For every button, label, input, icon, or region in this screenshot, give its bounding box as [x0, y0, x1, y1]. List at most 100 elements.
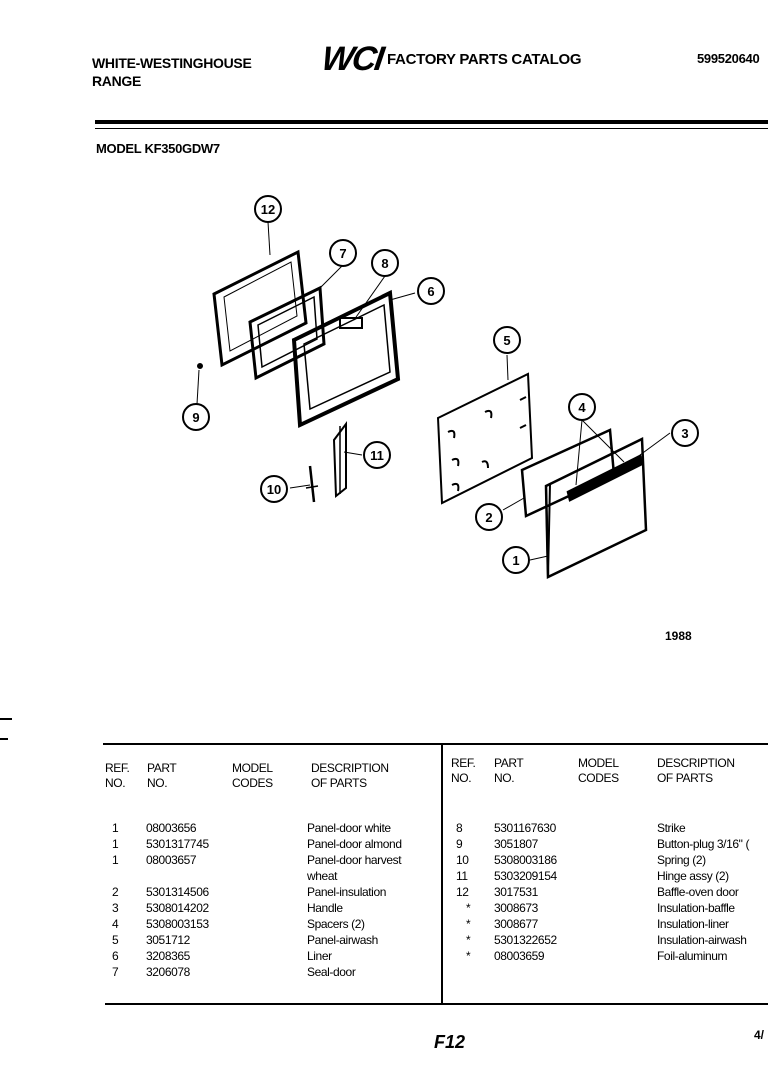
table-row: 1 5301317745 Panel-door almond	[112, 837, 442, 853]
ref-cell: 2	[112, 885, 119, 899]
part-cell: 3208365	[146, 949, 190, 963]
part-cell: 3017531	[494, 885, 538, 899]
ref-cell: 1	[112, 837, 119, 851]
callout-label: 6	[427, 284, 434, 299]
callout-label: 3	[681, 426, 688, 441]
ref-cell: *	[466, 933, 471, 947]
desc-cell: Foil-aluminum	[657, 949, 728, 963]
ref-cell: *	[466, 901, 471, 915]
header-model: MODEL CODES	[578, 756, 619, 785]
callout-label: 7	[339, 246, 346, 261]
header-part: PART NO.	[147, 761, 177, 790]
part-cell: 3051807	[494, 837, 538, 851]
callout-5	[493, 326, 521, 354]
table-row: * 3008673 Insulation-baffle	[456, 901, 768, 917]
desc-cell: Spring (2)	[657, 853, 706, 867]
header-desc: DESCRIPTION OF PARTS	[311, 761, 389, 790]
part-airwash-panel	[436, 372, 534, 505]
callout-9	[182, 403, 210, 431]
ref-cell: 8	[456, 821, 463, 835]
desc-cell: Button-plug 3/16" (	[657, 837, 750, 851]
ref-cell: 10	[456, 853, 469, 867]
desc-cell: Liner	[307, 949, 332, 963]
part-cell: 5301317745	[146, 837, 209, 851]
desc-cell: Seal-door	[307, 965, 356, 979]
callout-11	[363, 441, 391, 469]
part-button-plug	[197, 363, 203, 369]
desc-cell: Panel-insulation	[307, 885, 386, 899]
callout-label: 12	[261, 202, 275, 217]
table-row: * 3008677 Insulation-liner	[456, 917, 768, 933]
part-cell: 5308003186	[494, 853, 557, 867]
table-row: 4 5308003153 Spacers (2)	[112, 917, 442, 933]
ref-cell: 6	[112, 949, 119, 963]
part-cell: 5301322652	[494, 933, 557, 947]
callout-label: 2	[485, 510, 492, 525]
part-cell: 5301167630	[494, 821, 556, 835]
part-cell: 08003657	[146, 853, 197, 867]
header-rule-thin	[95, 128, 768, 129]
ref-cell: 3	[112, 901, 119, 915]
exploded-parts-diagram: 12 7 8 6 5 9 4 3 11 10 2 1 1988	[182, 195, 699, 643]
callout-label: 1	[512, 553, 519, 568]
part-cell: 5301314506	[146, 885, 209, 899]
desc-cell: Panel-door harvest	[307, 853, 402, 867]
part-door-panel	[544, 437, 648, 579]
callout-label: 9	[192, 410, 199, 425]
catalog-title: FACTORY PARTS CATALOG	[387, 51, 582, 68]
part-cell: 08003656	[146, 821, 197, 835]
part-baffle-oven-door	[212, 249, 308, 368]
part-cell: 3008677	[494, 917, 538, 931]
table-row: 8 5301167630 Strike	[456, 821, 768, 837]
callout-4	[568, 393, 596, 421]
scan-mark	[0, 738, 8, 740]
callout-label: 4	[578, 400, 586, 415]
ref-cell: 9	[456, 837, 463, 851]
part-cell: 5308003153	[146, 917, 209, 931]
ref-cell: 4	[112, 917, 119, 931]
ref-cell: 1	[112, 821, 119, 835]
table-row: 6 3208365 Liner	[112, 949, 442, 965]
desc-cell: Hinge assy (2)	[657, 869, 729, 883]
desc-cell: Insulation-liner	[657, 917, 729, 931]
ref-cell: 7	[112, 965, 119, 979]
table-row: 10 5308003186 Spring (2)	[456, 853, 768, 869]
brand-name: WHITE-WESTINGHOUSE RANGE	[92, 54, 252, 90]
ref-cell: 11	[456, 869, 468, 883]
ref-cell: *	[466, 917, 471, 931]
brand-line-2: RANGE	[92, 73, 142, 89]
part-cell: 3008673	[494, 901, 538, 915]
desc-cell: Strike	[657, 821, 686, 835]
diagram-year: 1988	[665, 629, 692, 643]
part-cell: 5308014202	[146, 901, 209, 915]
part-cell: 3051712	[146, 933, 190, 947]
desc-cell: Handle	[307, 901, 343, 915]
part-spring	[305, 465, 319, 503]
part-liner	[291, 289, 401, 429]
desc-cell: Insulation-baffle	[657, 901, 735, 915]
brand-line-1: WHITE-WESTINGHOUSE	[92, 55, 252, 71]
ref-cell: 5	[112, 933, 119, 947]
header-model: MODEL CODES	[232, 761, 273, 790]
table-row: 3 5308014202 Handle	[112, 901, 442, 917]
catalog-number: 599520640	[697, 51, 760, 66]
desc-cell: Panel-door almond	[307, 837, 402, 851]
part-seal-door	[248, 285, 326, 381]
part-insulation-panel	[520, 428, 616, 518]
header-ref: REF. NO.	[451, 756, 476, 785]
desc-cell: Spacers (2)	[307, 917, 365, 931]
header-part: PART NO.	[494, 756, 524, 785]
part-cell: 5303209154	[494, 869, 557, 883]
callout-label: 11	[370, 448, 384, 463]
callout-7	[329, 239, 357, 267]
page-number: F12	[434, 1032, 466, 1052]
header-desc: DESCRIPTION OF PARTS	[657, 756, 735, 785]
part-cell: 08003659	[494, 949, 545, 963]
callout-label: 10	[267, 482, 281, 497]
callout-label: 5	[503, 333, 510, 348]
